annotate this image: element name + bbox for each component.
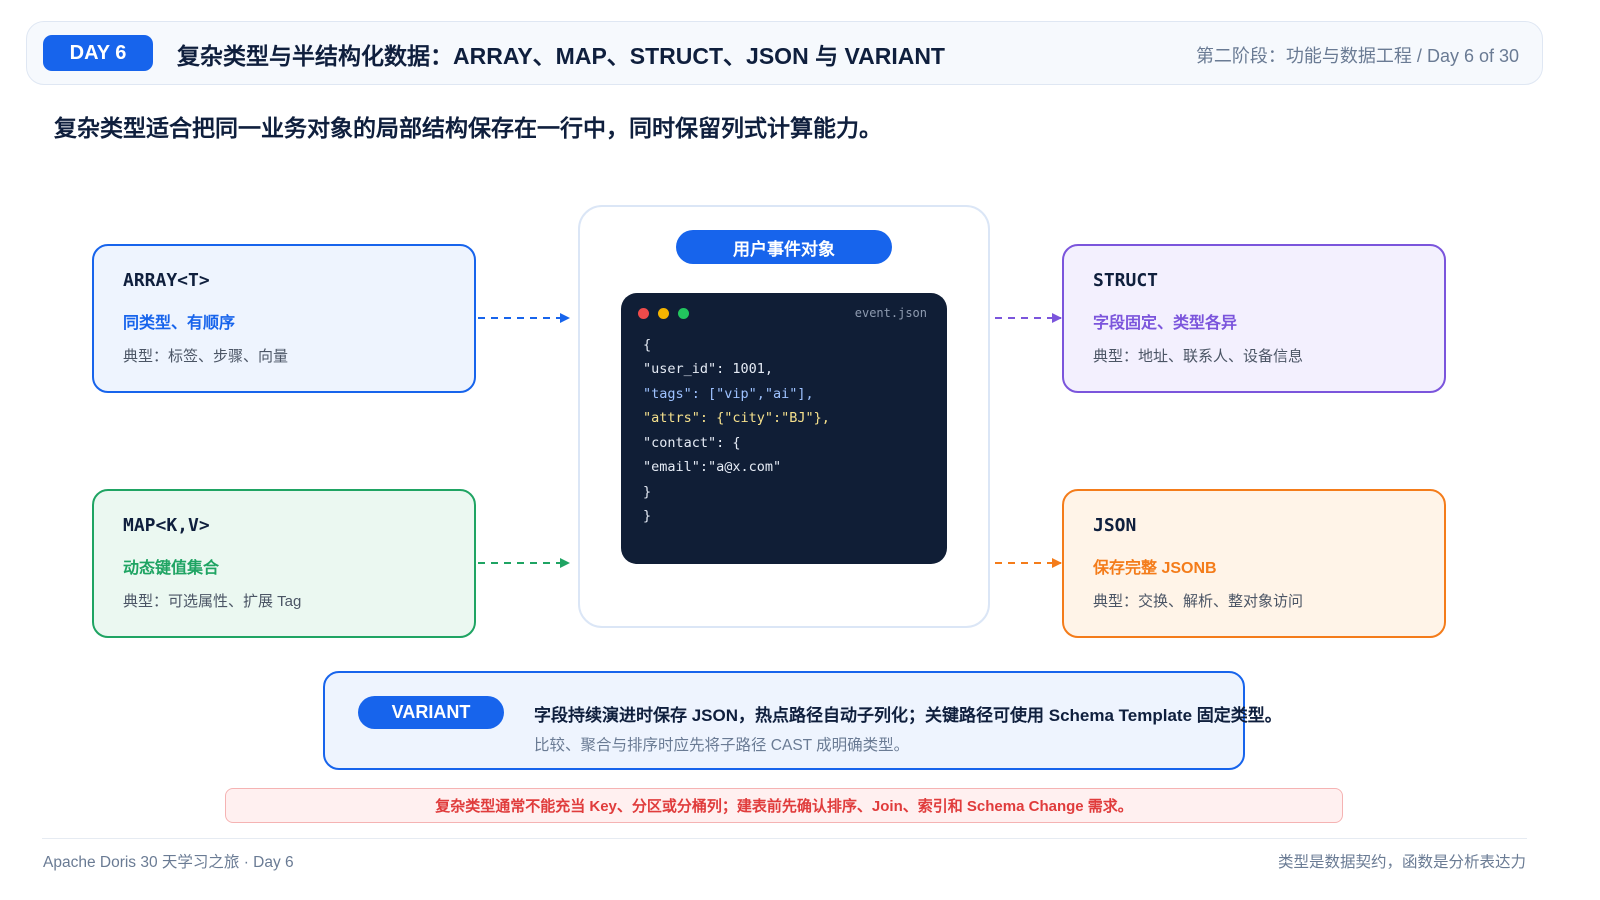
page-subtitle: 复杂类型适合把同一业务对象的局部结构保存在一行中，同时保留列式计算能力。 [54,115,882,141]
code-line: } [643,484,652,500]
code-line: "contact": { [643,435,741,451]
code-line: { [643,337,652,353]
card-array: ARRAY<T> 同类型、有顺序 典型：标签、步骤、向量 [92,244,476,393]
card-struct-title: STRUCT [1093,270,1159,291]
footer-left-text: Apache Doris 30 天学习之旅 · Day 6 [43,854,294,871]
warning-banner: 复杂类型通常不能充当 Key、分区或分桶列；建表前先确认排序、Join、索引和 … [225,788,1343,823]
variant-note: 比较、聚合与排序时应先将子路径 CAST 成明确类型。 [534,737,910,754]
code-line: "attrs": {"city":"BJ"}, [643,410,830,426]
window-maximize-dot-icon [678,308,689,319]
code-line: "email":"a@x.com" [643,459,782,475]
variant-description: 字段持续演进时保存 JSON，热点路径自动子列化；关键路径可使用 Schema … [534,706,1282,725]
code-line: "user_id": 1001, [643,361,774,377]
card-json-title: JSON [1093,515,1137,536]
card-struct: STRUCT 字段固定、类型各异 典型：地址、联系人、设备信息 [1062,244,1446,393]
code-line: "tags": ["vip","ai"], [643,386,814,402]
code-window: event.json { "user_id": 1001, "tags": ["… [621,293,947,564]
card-map-title: MAP<K,V> [123,515,210,536]
card-map-desc: 典型：可选属性、扩展 Tag [123,593,302,610]
card-map-subtitle: 动态键值集合 [123,560,220,577]
card-struct-subtitle: 字段固定、类型各异 [1093,315,1238,332]
card-map: MAP<K,V> 动态键值集合 典型：可选属性、扩展 Tag [92,489,476,638]
card-struct-desc: 典型：地址、联系人、设备信息 [1093,348,1304,365]
object-label: 用户事件对象 [676,230,892,264]
card-json-desc: 典型：交换、解析、整对象访问 [1093,593,1304,610]
code-line: } [643,508,652,524]
day-badge: DAY 6 [43,35,153,71]
card-array-desc: 典型：标签、步骤、向量 [123,348,289,365]
header-bar [26,21,1543,85]
footer-divider [42,838,1527,839]
code-filename: event.json [854,306,927,320]
footer-right-text: 类型是数据契约，函数是分析表达力 [1277,854,1526,871]
card-json-subtitle: 保存完整 JSONB [1093,560,1217,577]
card-array-subtitle: 同类型、有顺序 [123,315,236,332]
window-close-dot-icon [638,308,649,319]
window-minimize-dot-icon [658,308,669,319]
card-json: JSON 保存完整 JSONB 典型：交换、解析、整对象访问 [1062,489,1446,638]
page-title: 复杂类型与半结构化数据：ARRAY、MAP、STRUCT、JSON 与 VARI… [177,43,945,69]
card-array-title: ARRAY<T> [123,270,210,291]
variant-badge: VARIANT [358,696,504,729]
stage-indicator: 第二阶段：功能与数据工程 / Day 6 of 30 [1195,46,1519,66]
